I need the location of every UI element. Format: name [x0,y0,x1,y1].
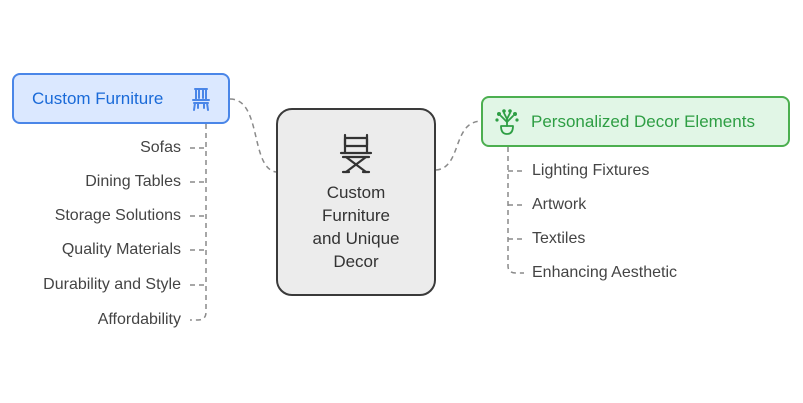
center-title: Custom Furniture and Unique Decor [291,181,421,273]
directors-chair-icon [339,133,373,174]
center-title-line: Custom [326,183,386,202]
list-item: Sofas [140,139,181,156]
connector-right-to-center [435,120,482,171]
list-item: Dining Tables [85,173,181,190]
list-item: Artwork [532,196,587,213]
list-item: Lighting Fixtures [532,162,650,179]
list-item: Durability and Style [43,276,181,293]
chair-icon [192,87,210,111]
list-item: Enhancing Aesthetic [532,264,677,281]
list-item: Quality Materials [61,241,181,258]
branch-title: Custom Furniture [32,88,164,108]
connector-left-to-center [229,98,277,173]
plant-vase-icon [495,108,519,135]
branch-title: Personalized Decor Elements [531,111,755,131]
center-node: Custom Furniture and Unique Decor [276,108,436,296]
branch-personalized-decor: Personalized Decor Elements [481,96,790,147]
center-title-line: and Unique [312,229,400,248]
connector-right-spine [507,147,524,274]
center-title-line: Furniture [321,206,391,225]
connector-left-spine [190,124,207,321]
list-item: Storage Solutions [54,207,181,224]
list-item: Textiles [532,230,586,247]
list-item: Affordability [97,311,181,328]
branch-custom-furniture: Custom Furniture [12,73,230,124]
center-title-line: Decor [333,252,379,271]
